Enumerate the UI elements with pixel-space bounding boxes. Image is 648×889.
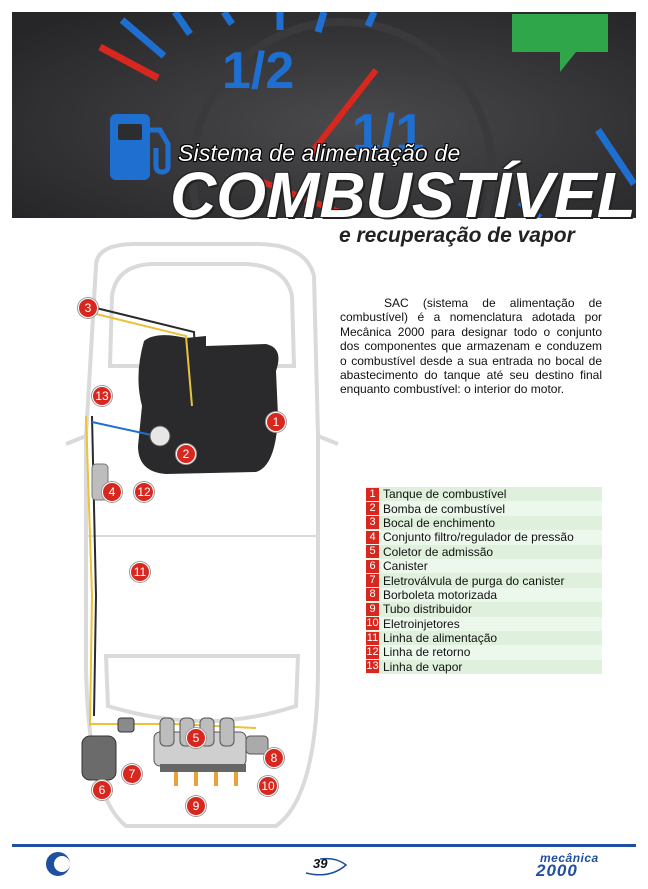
legend-row: 10 Eletroinjetores [366,616,602,631]
legend-number-badge: 13 [366,660,379,674]
indicator-arrow-icon [512,14,608,72]
canister [81,735,117,781]
page-number: 39 [313,856,328,871]
callout-6: 6 [92,780,112,800]
component-legend: 1 Tanque de combustível 2 Bomba de combustí… [366,487,602,675]
legend-label: Linha de vapor [383,659,463,674]
page-number-swoosh-icon [305,857,348,876]
legend-number-badge: 7 [366,574,379,588]
intro-text: SAC (sistema de alimentação de combustív… [340,296,602,397]
legend-row: 5 Coletor de admissão [366,544,602,559]
footer-rule [12,844,636,847]
legend-row: 9 Tubo distribuidor [366,602,602,617]
purge-valve [117,717,135,733]
legend-label: Tubo distribuidor [383,602,472,617]
page-subtitle: e recuperação de vapor [339,224,575,247]
callout-10: 10 [258,776,278,796]
legend-number-badge: 2 [366,502,379,516]
fuel-pump-icon [110,114,171,180]
callout-12: 12 [134,482,154,502]
legend-row: 2 Bomba de combustível [366,501,602,516]
fuel-gauge-graphic: 1/2 1/1 [12,12,636,218]
callout-2: 2 [176,444,196,464]
legend-label: Conjunto filtro/regulador de pressão [383,530,574,545]
legend-row: 13 Linha de vapor [366,659,602,675]
legend-number-badge: 10 [366,617,379,631]
gauge-needle [248,174,354,218]
legend-row: 1 Tanque de combustível [366,487,602,502]
legend-label: Eletroválvula de purga do canister [383,573,565,588]
legend-number-badge: 8 [366,588,379,602]
fuel-tank [138,335,279,474]
callout-5: 5 [186,728,206,748]
callout-4: 4 [102,482,122,502]
page-title: COMBUSTÍVEL [170,159,636,231]
legend-label: Coletor de admissão [383,544,494,559]
legend-number-badge: 3 [366,516,379,530]
callout-8: 8 [264,748,284,768]
legend-row: 3 Bocal de enchimento [366,515,602,531]
legend-number-badge: 6 [366,559,379,573]
callout-11: 11 [130,562,150,582]
brand-logo-bottom: 2000 [536,861,578,880]
legend-row: 6 Canister [366,558,602,574]
legend-number-badge: 12 [366,645,379,659]
gauge-half-label: 1/2 [222,42,294,100]
legend-label: Linha de retorno [383,645,471,660]
legend-label: Linha de alimentação [383,631,498,646]
callout-7: 7 [122,764,142,784]
gauge-full-label: 1/1 [352,104,424,162]
fuel-pump [149,425,171,447]
callout-1: 1 [266,412,286,432]
brand-logo-top: mecânica [540,851,599,865]
legend-row: 12 Linha de retorno [366,645,602,660]
fuel-gauge-header: 1/2 1/1 [12,12,636,218]
legend-row: 4 Conjunto filtro/regulador de pressão [366,530,602,545]
callout-3: 3 [78,298,98,318]
legend-label: Bocal de enchimento [383,515,496,530]
legend-label: Tanque de combustível [383,487,507,502]
legend-label: Borboleta motorizada [383,587,498,602]
title-line1: Sistema de alimentação de [178,140,461,166]
legend-label: Bomba de combustível [383,501,506,516]
legend-row: 11 Linha de alimentação [366,630,602,646]
legend-number-badge: 11 [366,631,379,645]
legend-number-badge: 9 [366,602,379,616]
legend-number-badge: 4 [366,530,379,544]
callout-9: 9 [186,796,206,816]
car-outline-graphic [65,242,339,828]
legend-number-badge: 1 [366,487,379,501]
legend-label: Eletroinjetores [383,616,460,631]
legend-number-badge: 5 [366,545,379,559]
legend-row: 8 Borboleta motorizada [366,587,602,603]
legend-label: Canister [383,559,428,574]
legend-row: 7 Eletroválvula de purga do canister [366,573,602,588]
callout-13: 13 [92,386,112,406]
intro-paragraph: SAC (sistema de alimentação de combustív… [340,296,602,397]
publisher-logo-icon [46,852,70,876]
